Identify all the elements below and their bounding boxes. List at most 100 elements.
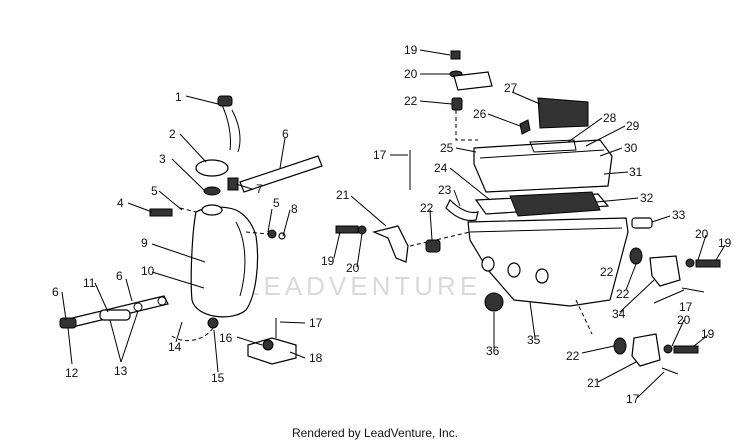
callout-31: 31 [629,165,643,179]
outlet-fitting [207,317,219,329]
airbox-bracket-left [372,225,409,263]
watermark-text: LEADVENTURE [245,271,481,301]
airbox-bracket-lower [631,333,661,367]
fuel-line-hose [221,104,231,151]
callout-9: 9 [141,236,148,250]
housing-rim [469,227,623,233]
callout-10: 10 [141,264,155,278]
callout-22-top: 22 [404,94,418,108]
airbox-screw-top [450,50,461,60]
callout-27: 27 [504,81,518,95]
bracket-washer-left [357,225,367,235]
callout-7: 7 [256,182,263,196]
callout-24: 24 [434,161,448,175]
retaining-clip [519,119,531,135]
cap-dashline [455,110,478,141]
nut [278,232,286,240]
callout-20-lower: 20 [677,313,691,327]
airbox-grommet [451,97,463,111]
callout-labels: 1 2 3 4 5 5 6 6 6 7 8 9 10 11 12 13 14 1… [52,43,732,406]
airbox-grommet-left [425,239,441,253]
callout-32: 32 [640,191,654,205]
callout-17-left: 17 [373,148,387,162]
filter-clamp-2 [157,296,167,306]
washer [267,229,277,239]
airbox-lid [473,139,613,193]
crankcase-vent-hose [445,198,479,222]
leader-lines [61,49,726,399]
lower-dashline [575,299,593,335]
fuel-line-hose-2 [231,109,241,153]
callout-28: 28 [603,111,617,125]
callout-20-left: 20 [346,261,360,275]
lid-vent [529,139,577,153]
airbox-grommet-lower [613,337,627,355]
callout-19-top: 19 [404,43,418,57]
housing-port [481,256,495,272]
callout-3: 3 [159,152,166,166]
callout-12: 12 [65,366,79,380]
airbox-top-cap [453,71,493,91]
fuel-pickup-fitting [217,95,233,107]
callout-5-left: 5 [151,184,158,198]
callout-4: 4 [117,196,124,210]
callout-16: 16 [219,331,233,345]
callout-33: 33 [672,208,686,222]
callout-30: 30 [624,141,638,155]
callout-6-vent: 6 [282,127,289,141]
callout-14: 14 [168,340,182,354]
fuel-tank-assembly [59,95,323,365]
bracket-screw-right-small [681,287,705,293]
housing-port-3 [535,268,549,284]
callout-13: 13 [114,364,128,378]
air-filter-element [509,191,601,217]
bracket-washer-lower [663,344,673,354]
callout-6-line: 6 [116,269,123,283]
bracket-grommet [262,339,274,351]
left-mount-dashline [409,231,471,247]
callout-22-mid: 22 [600,265,614,279]
drain-plug [484,292,504,312]
foam-filter-block [537,97,589,129]
bracket-screw-left [335,225,359,234]
callout-29: 29 [626,119,640,133]
callout-35: 35 [527,333,541,347]
outlet-dashline [171,327,214,342]
callout-19-right: 19 [718,236,732,250]
line-clamp [59,317,77,329]
callout-19-lower: 19 [701,327,715,341]
callout-36: 36 [486,344,500,358]
callout-11: 11 [83,276,96,290]
callout-22-left: 22 [420,201,434,215]
lid-edge [479,149,605,159]
inline-filter [99,309,131,321]
bracket-screw-lower [673,345,699,354]
callout-1: 1 [175,90,182,104]
housing-port-2 [507,262,521,278]
callout-20-right: 20 [695,227,709,241]
callout-21-lower: 21 [587,376,601,390]
airbox-housing [467,217,629,307]
vent-hose [239,155,323,193]
bracket-washer-right [685,258,695,268]
tank-neck [201,204,223,216]
callout-8: 8 [291,202,298,216]
callout-26: 26 [473,107,487,121]
callout-15: 15 [211,371,225,385]
callout-23: 23 [438,183,452,197]
callout-2: 2 [169,127,176,141]
callout-34: 34 [612,307,626,321]
callout-22-lower: 22 [566,349,580,363]
tank-seam [235,221,246,297]
bracket-screw-right [695,259,721,268]
bracket-screw-lower-small [661,367,679,375]
tank-bolt [149,208,173,217]
mount-dashline-2 [245,231,269,235]
render-credit: Rendered by LeadVenture, Inc. [291,426,459,440]
airbox-hose-fitting [631,217,653,229]
callout-22-right: 22 [616,287,630,301]
callout-6-end: 6 [52,285,59,299]
callout-17-lower: 17 [626,392,640,406]
